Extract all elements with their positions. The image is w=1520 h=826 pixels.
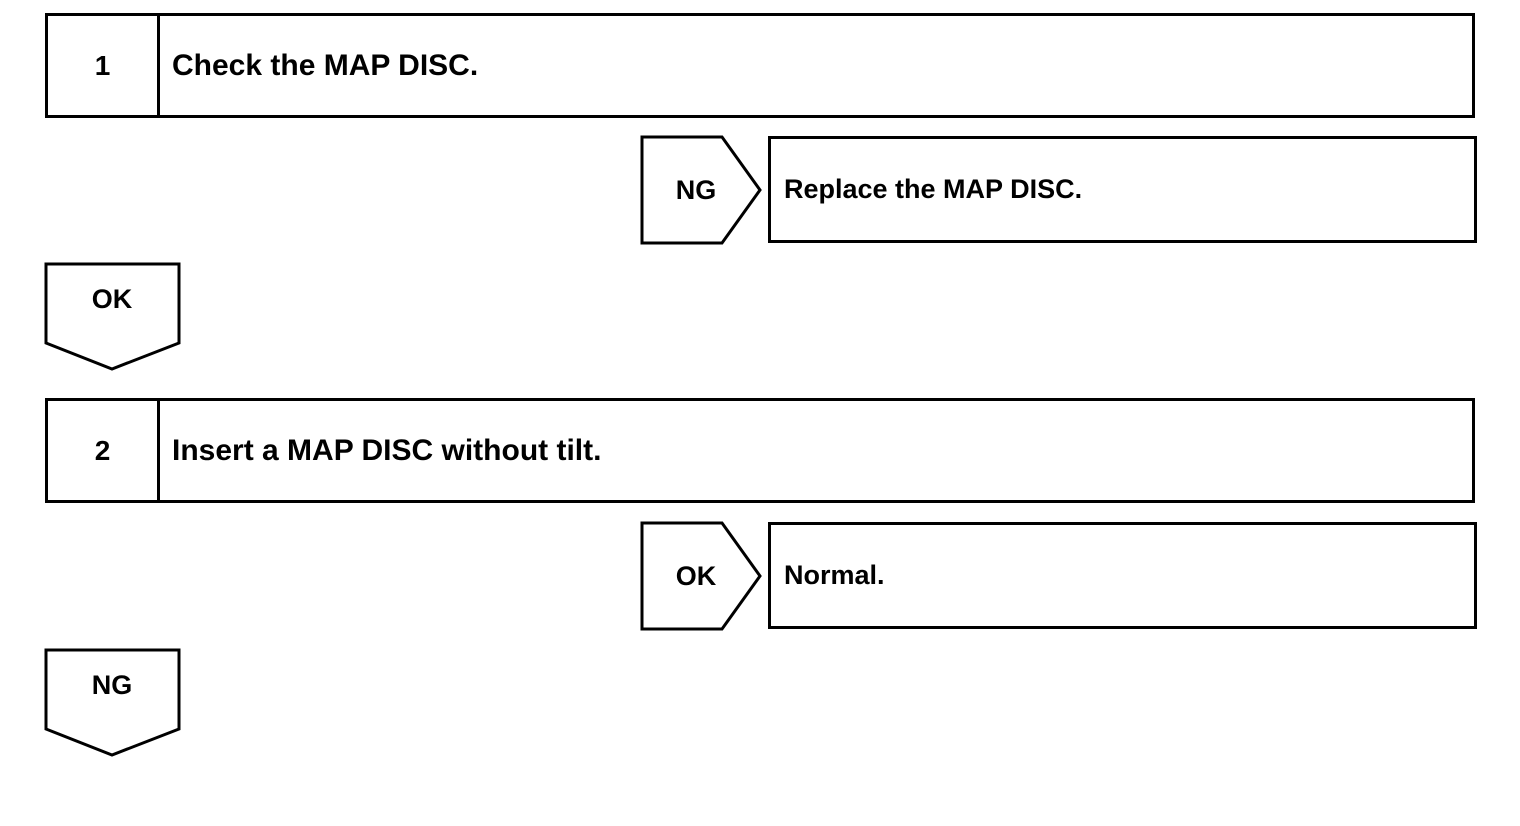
step-2-box: 2 Insert a MAP DISC without tilt.	[45, 398, 1475, 503]
step-2-ok-result: Normal.	[768, 522, 1477, 629]
step-2-ng-label: NG	[91, 670, 133, 700]
step-2-number: 2	[48, 401, 160, 500]
step-1-ok-arrow: OK	[44, 262, 182, 372]
step-1-ok-label: OK	[91, 284, 133, 314]
step-1-ng-result: Replace the MAP DISC.	[768, 136, 1477, 243]
down-arrow-shape	[44, 262, 181, 371]
step-2-ok-arrow: OK	[640, 521, 764, 631]
step-2-instruction: Insert a MAP DISC without tilt.	[172, 433, 602, 467]
down-arrow-shape	[44, 648, 181, 757]
step-1-instruction: Check the MAP DISC.	[172, 48, 479, 82]
step-2-ok-label: OK	[675, 560, 717, 591]
step-1-ng-label: NG	[675, 174, 717, 205]
step-1-number: 1	[48, 16, 160, 115]
right-arrow-shape	[640, 135, 762, 245]
step-1-box: 1 Check the MAP DISC.	[45, 13, 1475, 118]
step-2-ng-arrow: NG	[44, 648, 182, 758]
right-arrow-shape	[640, 521, 762, 631]
step-1-ng-arrow: NG	[640, 135, 764, 245]
